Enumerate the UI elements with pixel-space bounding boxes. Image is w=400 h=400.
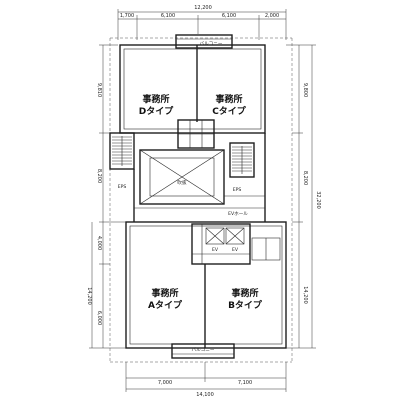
stair-left-outline [109, 132, 135, 170]
balcony-bottom [171, 343, 235, 359]
office-c-label-line2: Cタイプ [212, 105, 247, 117]
top-segment-label: 1,700 [120, 13, 134, 19]
stair-right [229, 142, 255, 178]
stair-left [109, 132, 135, 170]
right-outer-label: 32,200 [315, 191, 321, 209]
ev-2-label: EV [232, 247, 239, 253]
elevator-1-cross [205, 227, 225, 245]
right-dimensions: 9,800 8,200 14,200 32,200 [286, 44, 321, 349]
elevator-shaft-2 [225, 227, 245, 245]
left-inner-label: 6,000 [96, 311, 102, 325]
upper-office-inner-line [123, 48, 262, 130]
bottom-dimensions: 7,000 7,100 14,100 [125, 362, 287, 398]
office-c-label-line1: 事務所 [215, 93, 242, 105]
atrium-label: 吹抜 [177, 179, 187, 186]
right-inner-label: 8,200 [302, 171, 308, 185]
ev-1-label: EV [212, 247, 219, 253]
connecting-band: EVホール [133, 133, 266, 222]
office-b-label-line1: 事務所 [231, 287, 258, 299]
bottom-segment-label: 7,000 [158, 380, 172, 386]
lower-office-outline [125, 221, 287, 349]
top-segment-label: 6,100 [161, 13, 175, 19]
top-dimensions: 12,200 1,700 6,100 6,100 2,000 [117, 5, 287, 40]
upper-block: バルコニー 事務所 Dタイプ 事務所 Cタイプ [119, 34, 266, 149]
lower-block: EV EV 事務所 Aタイプ 事務所 Bタイプ バルコニー [125, 221, 287, 359]
office-b-label-line2: Bタイプ [228, 299, 263, 311]
right-inner-label: 9,800 [302, 83, 308, 97]
bottom-segment-label: 7,100 [238, 380, 252, 386]
office-d-label-line1: 事務所 [142, 93, 169, 105]
left-inner-label: 8,200 [96, 169, 102, 183]
balcony-bottom-label: バルコニー [192, 347, 215, 353]
left-dimensions: 9,810 8,200 4,000 6,000 14,200 [86, 44, 126, 349]
atrium-cross [139, 149, 225, 205]
office-a-label-line2: Aタイプ [148, 299, 183, 311]
office-d-label-line2: Dタイプ [139, 105, 174, 117]
elevator-shaft-1 [205, 227, 225, 245]
atrium: 吹抜 [139, 149, 225, 205]
grid-lines [109, 37, 293, 363]
atrium-inner [149, 157, 215, 197]
top-total-dim-label: 12,200 [194, 5, 212, 11]
lower-core [191, 223, 251, 265]
balcony-top-label: バルコニー [200, 41, 223, 47]
left-inner-label: 4,000 [96, 236, 102, 250]
elevator-2-cross [225, 227, 245, 245]
office-a-label-line1: 事務所 [151, 287, 178, 299]
ev-hall-label: EVホール [228, 211, 248, 217]
left-inner-label: 9,810 [96, 83, 102, 97]
top-segment-label: 2,000 [265, 13, 279, 19]
eps-left-label: EPS [118, 184, 127, 190]
balcony-top [175, 34, 233, 49]
upper-office-outline [119, 44, 266, 134]
left-outer-label: 14,200 [86, 287, 92, 305]
stair-right-outline [229, 142, 255, 178]
top-segment-label: 6,100 [222, 13, 236, 19]
right-inner-label: 14,200 [302, 286, 308, 304]
bottom-total-label: 14,100 [196, 392, 214, 398]
atrium-outline [139, 149, 225, 205]
eps-right-label: EPS [233, 187, 242, 193]
